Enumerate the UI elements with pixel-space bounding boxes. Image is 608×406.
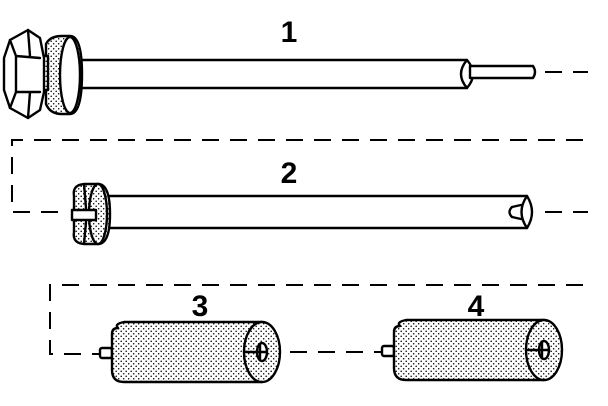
connector-1-to-2 xyxy=(11,139,583,213)
part-2-number: 2 xyxy=(281,157,298,190)
part-4-number: 4 xyxy=(468,290,485,323)
connector-2-to-3 xyxy=(49,284,583,355)
part-2-ring-slot xyxy=(70,208,98,222)
part-1-pin xyxy=(468,64,537,80)
part-1-assembly: 1 xyxy=(2,16,588,120)
part-3-number: 3 xyxy=(192,290,209,323)
part-2-tube xyxy=(98,194,534,230)
part-4-assembly: 4 xyxy=(380,290,564,382)
part-2-assembly: 2 xyxy=(70,157,588,246)
part-1-number: 1 xyxy=(281,16,298,49)
part-3-assembly: 3 xyxy=(98,290,382,384)
part-1-tube xyxy=(66,58,475,90)
